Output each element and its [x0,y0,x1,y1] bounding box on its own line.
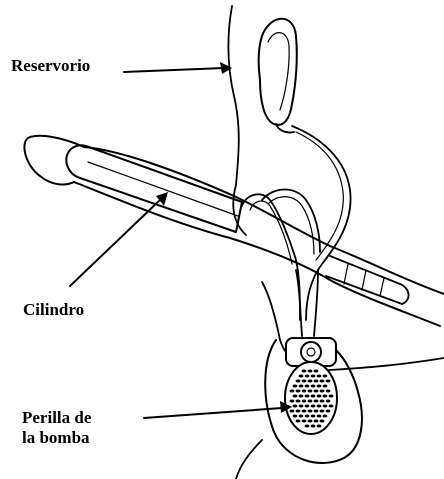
bulb-dot [299,375,304,378]
perilla-label-line1: Perilla de [22,408,91,428]
bulb-dot [317,425,322,428]
bulb-dot [311,385,316,388]
bulb-dot [293,405,298,408]
bulb-dot [296,390,301,393]
bulb-dot [293,395,298,398]
bulb-dot [308,370,313,373]
bulb-dot [293,385,298,388]
bulb-dot [311,425,316,428]
bulb-dot [305,385,310,388]
bulb-dot [314,410,319,413]
bulb-dot [305,405,310,408]
bulb-dot [299,405,304,408]
bulb-dot [311,415,316,418]
lower-outline [236,440,262,479]
bulb-dot [314,380,319,383]
bulb-dot [308,410,313,413]
bulb-dot [296,400,301,403]
bulb-dot [308,400,313,403]
reservorio-leader-line [124,68,224,72]
bulb-dot [326,400,331,403]
bulb-dot [290,400,295,403]
pump-tube-lower-right [314,270,318,336]
bulb-dot [302,370,307,373]
bulb-dot [311,395,316,398]
reservorio-label: Reservorio [11,56,90,76]
pump-valve-ring [301,342,321,362]
bulb-dot [296,380,301,383]
bulb-dot [302,390,307,393]
bulb-dot [299,415,304,418]
glans [24,136,84,185]
bulb-dot [308,380,313,383]
reservoir-inner [268,33,289,110]
pump-bulb [285,362,337,434]
reservoir-tube [292,126,351,320]
bulb-dot [302,410,307,413]
bulb-dot [302,420,307,423]
bulb-dot [311,405,316,408]
bulb-dot [326,380,331,383]
bulb-dot [317,405,322,408]
bulb-dot [293,415,298,418]
bulb-dot [314,400,319,403]
bulb-dot [296,420,301,423]
bulb-dot [305,395,310,398]
bulb-dot [320,410,325,413]
bulb-dot [290,390,295,393]
bulb-dot [326,410,331,413]
reservoir [259,19,297,125]
bulb-dot [290,410,295,413]
bulb-dot [320,420,325,423]
perilla-label-line2: la bomba [22,428,91,448]
bulb-dot [320,400,325,403]
bulb-dot [299,395,304,398]
bulb-dot [323,385,328,388]
cilindro-leader-line [70,200,160,286]
perilla-leader-line [144,408,282,418]
bulb-dot [308,390,313,393]
bulb-dot [323,375,328,378]
bulb-dot [323,405,328,408]
bulb-dot [302,400,307,403]
bulb-dot [329,395,334,398]
bulb-dot [314,390,319,393]
tail-tick-3 [380,278,384,296]
bulb-dot [320,390,325,393]
cilindro-label: Cilindro [23,300,84,320]
bulb-dot [323,415,328,418]
bulb-dot [314,370,319,373]
bulb-dot [314,420,319,423]
bulb-dot [302,380,307,383]
bulb-dot [317,415,322,418]
bulb-dot [305,375,310,378]
bulb-dot [299,385,304,388]
tail-tick-2 [362,270,366,290]
bulb-dot [323,395,328,398]
tail-tick-1 [344,264,348,284]
bulb-dot [317,385,322,388]
perilla-label: Perilla de la bomba [22,408,91,448]
bulb-dot [320,380,325,383]
bulb-dot [317,375,322,378]
bulb-dot [317,395,322,398]
bulb-dot [308,420,313,423]
bulb-dot [305,415,310,418]
bulb-dot [311,375,316,378]
bulb-dot [305,425,310,428]
bulb-dot [326,390,331,393]
bulb-dot [329,405,334,408]
bulb-dot [296,410,301,413]
shaft-bottom [74,182,440,326]
